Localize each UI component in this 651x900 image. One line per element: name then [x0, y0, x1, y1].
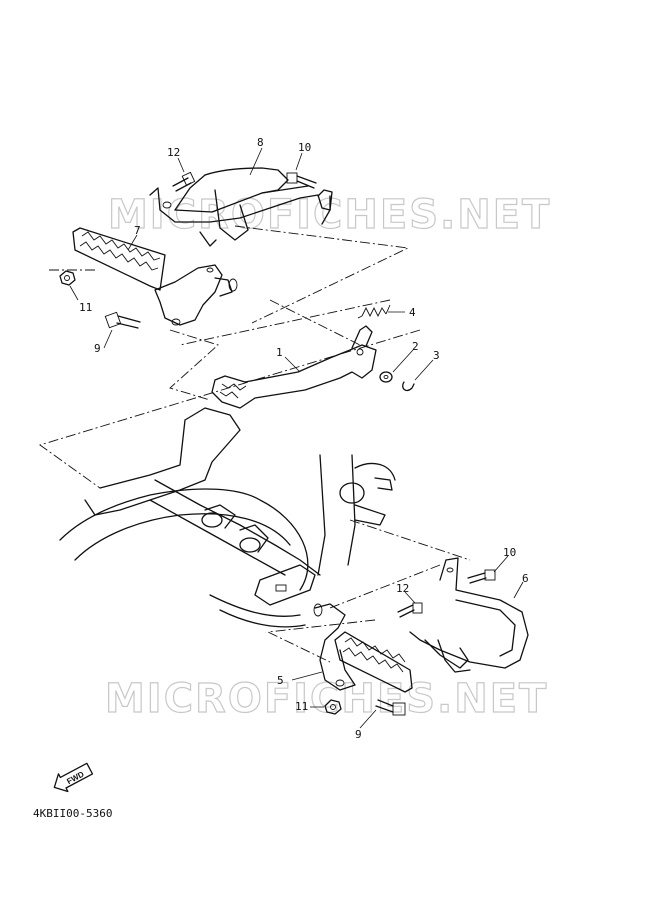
frame [59, 407, 396, 628]
brake-pedal [211, 325, 377, 409]
footrest-lower [334, 631, 413, 693]
callout-12-lower: 12 [396, 582, 409, 595]
callout-5: 5 [277, 674, 284, 687]
bolt-10-lower [467, 569, 496, 584]
fwd-arrow-icon: FWD [53, 762, 94, 793]
footrest-holder-lower [313, 603, 356, 691]
washer [379, 371, 393, 383]
footrest-holder-upper [154, 264, 238, 326]
callout-9-upper: 9 [94, 342, 101, 355]
callout-6: 6 [522, 572, 529, 585]
nut-11-lower [324, 699, 342, 715]
callout-1: 1 [276, 346, 283, 359]
watermark-top: MICROFICHES.NET [108, 192, 551, 238]
watermark-bottom: MICROFICHES.NET [105, 676, 548, 722]
rear-footrest-bracket-lower [409, 557, 529, 673]
rear-footrest-bracket-upper [149, 167, 333, 247]
callout-leaders [69, 147, 524, 729]
bolt-12-lower [397, 602, 423, 618]
callout-8: 8 [257, 136, 264, 149]
bolt-12-upper [172, 171, 196, 192]
nut-11-upper [59, 270, 76, 286]
assembly-guide-lines [38, 225, 471, 663]
callout-12-upper: 12 [167, 146, 180, 159]
bolt-9-upper [104, 311, 141, 329]
callout-9-lower: 9 [355, 728, 362, 741]
callout-3: 3 [433, 349, 440, 362]
callout-2: 2 [412, 340, 419, 353]
cotter-clip [402, 381, 415, 392]
bolt-9-lower [375, 699, 406, 716]
callout-10-upper: 10 [298, 141, 311, 154]
callout-4: 4 [409, 306, 416, 319]
callout-11-lower: 11 [295, 700, 308, 713]
callout-11-upper: 11 [79, 301, 92, 314]
bolt-10-upper [286, 172, 317, 189]
diagram-code: 4KBII00-5360 [33, 807, 112, 820]
callout-10-lower: 10 [503, 546, 516, 559]
return-spring [357, 304, 391, 319]
callout-7: 7 [134, 224, 141, 237]
footrest-upper [72, 227, 166, 291]
